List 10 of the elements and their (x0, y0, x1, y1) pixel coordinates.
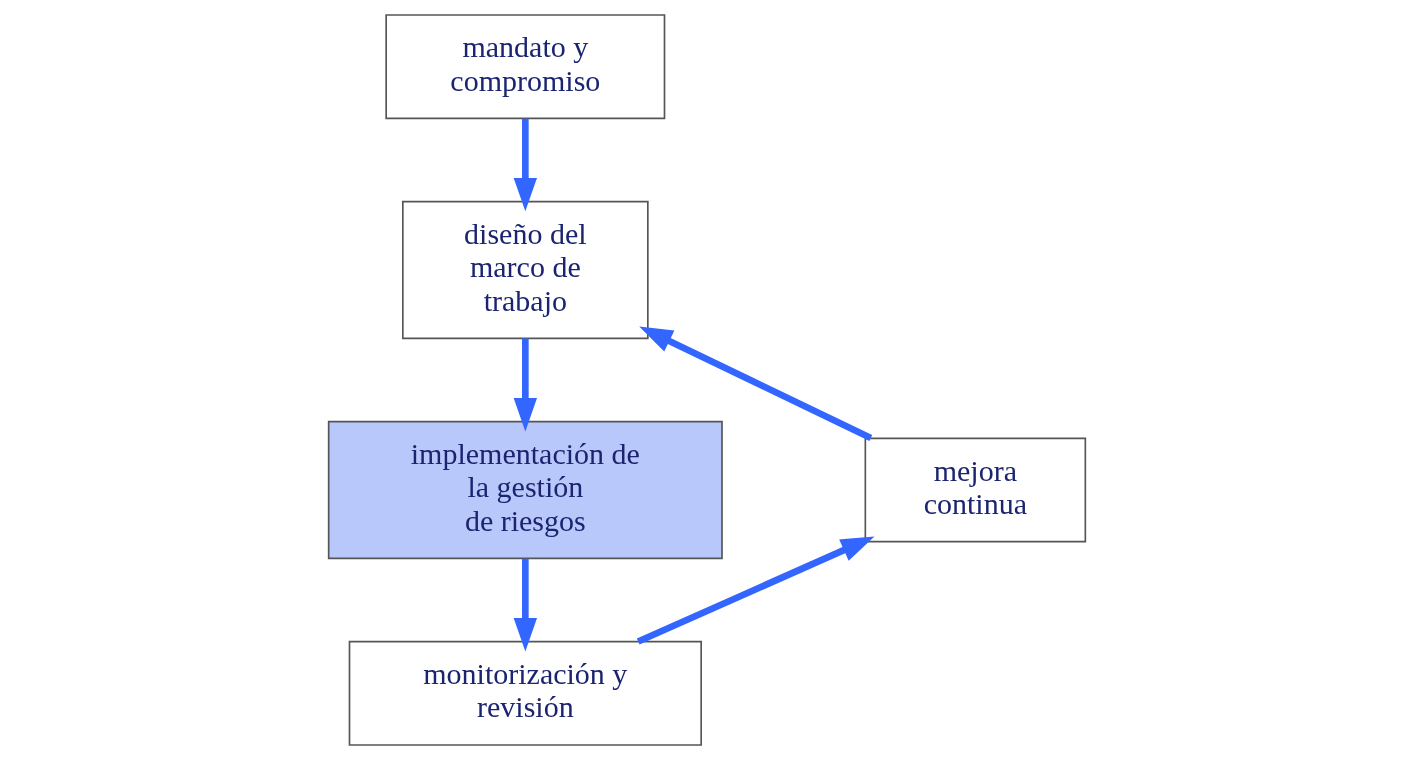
node-box: implementación de la gestión de riesgos (327, 420, 723, 560)
arrow (513, 558, 538, 652)
node-box: mejora continua (864, 437, 1087, 543)
node-box: diseño del marco de trabajo (402, 200, 649, 340)
arrow (513, 338, 538, 432)
arrow (513, 118, 538, 212)
arrow (639, 326, 873, 442)
node-box: monitorización y revisión (348, 640, 702, 746)
arrow (636, 536, 875, 645)
node-box: mandato y compromiso (385, 14, 666, 120)
